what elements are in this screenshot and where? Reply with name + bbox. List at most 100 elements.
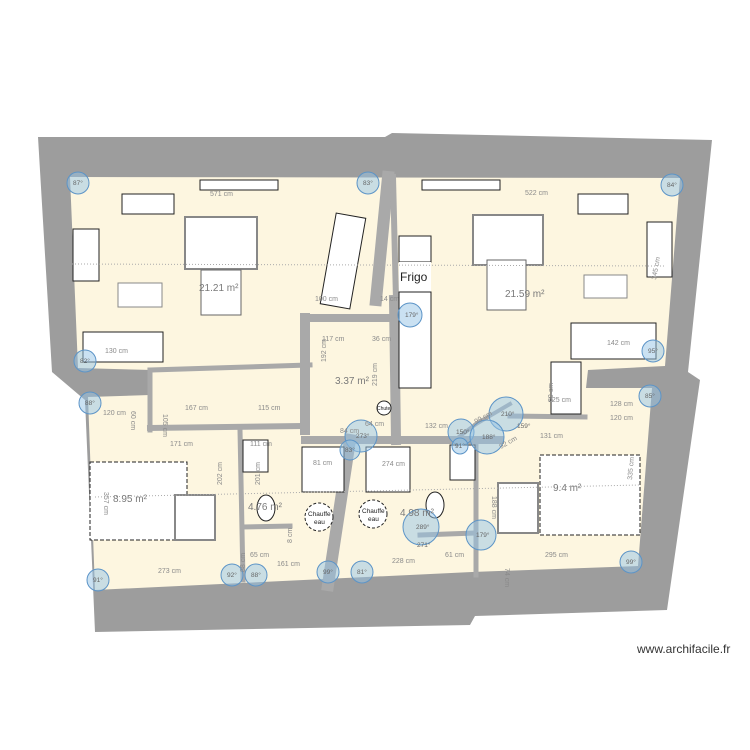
- room-areas: 21.21 m² 21.59 m² 3.37 m² 8.95 m² 4.76 m…: [113, 283, 582, 519]
- angle-label: 210°: [501, 410, 515, 418]
- water-heater-label: Chauffe: [308, 511, 331, 518]
- dimension-label: 132 cm: [425, 423, 448, 430]
- room-area: 9.4 m²: [553, 483, 582, 494]
- dimension-label: 125 cm: [548, 397, 571, 404]
- dimension-label: 345 cm: [651, 256, 662, 280]
- shower-right: [365, 446, 411, 493]
- shower-left: [301, 446, 345, 493]
- angle-label: 273°: [356, 432, 370, 440]
- sofa-left: [82, 331, 164, 363]
- chute: [376, 400, 392, 416]
- angle-marker: [66, 171, 90, 195]
- kitchen-left: [319, 212, 367, 310]
- angle-label: 87°: [73, 179, 83, 187]
- water-heater-label: eau: [314, 519, 325, 526]
- angle-label: 83°: [363, 179, 373, 187]
- dimension-label: 81 cm: [313, 460, 332, 467]
- angle-marker: [469, 419, 505, 455]
- dimension-label: 228 cm: [392, 558, 415, 565]
- angle-label: 99°: [626, 558, 636, 566]
- desk-right: [646, 221, 673, 278]
- room-area: 8.95 m²: [113, 494, 148, 505]
- dimension-label: 84 cm: [340, 428, 359, 435]
- dimension-label: 335 cm: [627, 457, 636, 481]
- dining-table-left: [200, 269, 242, 316]
- angle-label: 179°: [405, 311, 419, 319]
- dimension-label: 131 cm: [540, 433, 563, 440]
- angle-label: 92°: [227, 571, 237, 579]
- water-heater-1: [304, 502, 334, 532]
- desk-left: [72, 228, 100, 282]
- angle-marker: [220, 563, 244, 587]
- dimension-label: 192 cm: [321, 339, 328, 362]
- room-area: 21.21 m²: [199, 283, 239, 294]
- dimension-label: 201 cm: [255, 462, 262, 485]
- angle-label: 91°: [93, 576, 103, 584]
- dimension-label: 74 cm: [503, 568, 510, 587]
- dimension-label: 36 cm: [372, 336, 391, 343]
- dimension-label: 130 cm: [105, 348, 128, 355]
- dimension-label: 115 cm: [258, 405, 281, 412]
- angle-label: 85°: [645, 392, 655, 400]
- dimension-label: 65 cm: [250, 552, 269, 559]
- angle-label: 81°: [357, 568, 367, 576]
- dimension-label: 274 cm: [382, 461, 405, 468]
- angle-marker: [638, 384, 662, 408]
- angle-label: 82°: [80, 357, 90, 365]
- tv-unit-left: [121, 193, 175, 215]
- angle-marker: [641, 339, 665, 363]
- angle-marker: [488, 396, 524, 432]
- cooktop: [398, 235, 432, 263]
- angle-label: 99°: [323, 568, 333, 576]
- dimension-label: 60 cm: [548, 383, 555, 402]
- dimension-label: 357 cm: [102, 492, 109, 515]
- center-line: [71, 263, 666, 498]
- room-area: 3.37 m²: [335, 376, 370, 387]
- room-area: 4.76 m²: [248, 502, 283, 513]
- wardrobe-left: [199, 179, 279, 191]
- bed-sofa-left: [184, 216, 258, 270]
- angle-label: 159°: [517, 422, 531, 430]
- dimension-label: 142 cm: [607, 340, 630, 347]
- bed-sofa-right: [472, 214, 544, 266]
- coffee-table-left: [117, 282, 163, 308]
- angle-label: 289°: [416, 523, 430, 531]
- dimension-label: 571 cm: [210, 191, 233, 198]
- shelf-right: [550, 361, 582, 415]
- coffee-table-right: [583, 274, 628, 299]
- desk-bed-right: [497, 482, 539, 534]
- angle-marker: [244, 563, 268, 587]
- dimension-label: 171 cm: [170, 441, 193, 448]
- dimension-label: 202 cm: [217, 462, 224, 485]
- water-heater-label: Chauffe: [362, 508, 385, 515]
- angle-marker: [397, 302, 423, 328]
- dimension-label: 161 cm: [277, 561, 300, 568]
- room-area: 21.59 m²: [505, 289, 545, 300]
- dimension-label: 8 cm: [287, 528, 294, 543]
- dimension-label: 100 cm: [315, 296, 338, 303]
- dimension-label: 117 cm: [322, 336, 345, 343]
- dimension-label: 14 cm: [380, 296, 399, 303]
- angle-marker: [339, 439, 361, 461]
- room-area: 4.98 m²: [400, 508, 435, 519]
- dimension-label: 522 cm: [525, 190, 548, 197]
- angle-label: 150°: [456, 428, 470, 436]
- tv-unit-right: [577, 193, 629, 215]
- fridge: [399, 262, 431, 292]
- angle-marker: [619, 550, 643, 574]
- dimension-label: 111 cm: [250, 441, 272, 448]
- chute-label: Chute: [377, 406, 391, 412]
- wardrobe-right: [421, 179, 501, 191]
- furniture: [72, 179, 673, 541]
- dimension-label: 188 cm: [490, 496, 497, 519]
- water-heater-label: eau: [368, 516, 379, 523]
- angle-label: 83°: [345, 446, 355, 454]
- water-heater-2: [358, 499, 388, 529]
- angle-label: 188°: [482, 433, 496, 441]
- angle-label: 95°: [648, 347, 658, 355]
- dimension-label: 120 cm: [610, 415, 633, 422]
- angle-marker: [402, 508, 440, 546]
- dimension-label: 273 cm: [158, 568, 181, 575]
